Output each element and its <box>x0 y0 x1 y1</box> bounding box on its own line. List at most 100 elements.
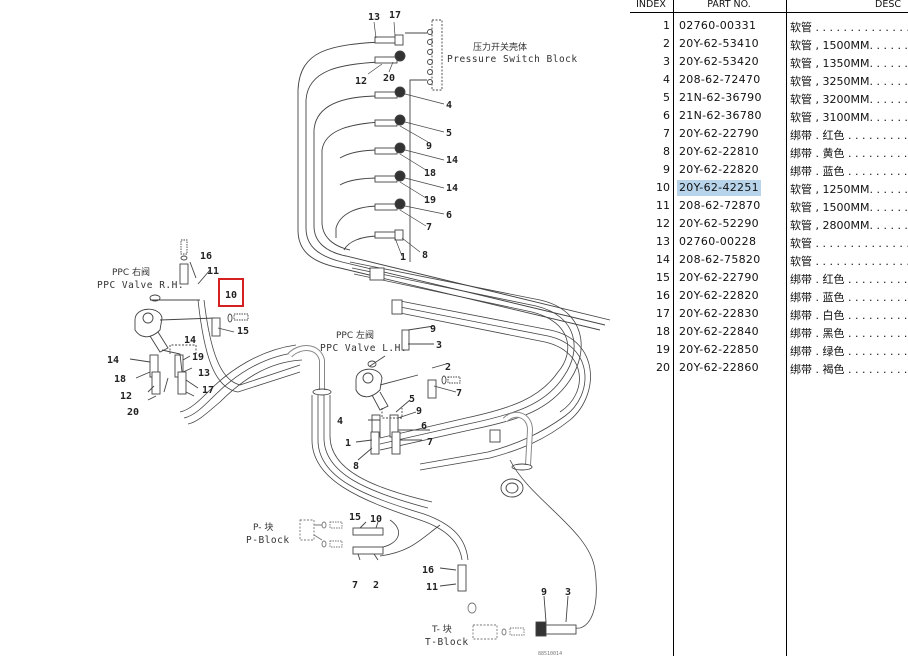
callout[interactable]: 11 <box>426 582 438 593</box>
callout[interactable]: 16 <box>200 251 212 262</box>
callout[interactable]: 6 <box>446 210 452 221</box>
row-part-no[interactable]: 20Y-62-22790 <box>679 127 759 140</box>
callout-highlighted[interactable]: 10 <box>225 290 237 301</box>
callout[interactable]: 7 <box>456 388 462 399</box>
callout[interactable]: 11 <box>207 266 219 277</box>
callout[interactable]: 12 <box>120 391 132 402</box>
drawing-code: 88510014 <box>538 651 562 656</box>
callout[interactable]: 18 <box>114 374 126 385</box>
callout[interactable]: 13 <box>198 368 210 379</box>
row-part-no[interactable]: 20Y-62-53420 <box>679 55 759 68</box>
row-part-no[interactable]: 20Y-62-52290 <box>679 217 759 230</box>
row-part-no[interactable]: 02760-00228 <box>679 235 757 248</box>
header-index[interactable]: INDEX <box>636 0 666 10</box>
row-part-no[interactable]: 20Y-62-42251 <box>677 180 761 196</box>
callout[interactable]: 14 <box>446 183 458 194</box>
callout[interactable]: 12 <box>355 76 367 87</box>
row-index: 4 <box>663 73 670 86</box>
callout[interactable]: 7 <box>352 580 358 591</box>
callout[interactable]: 9 <box>430 324 436 335</box>
callout[interactable]: 17 <box>202 385 214 396</box>
callout[interactable]: 4 <box>337 416 343 427</box>
callout[interactable]: 8 <box>353 461 359 472</box>
row-index: 5 <box>663 91 670 104</box>
callout[interactable]: 10 <box>370 514 382 525</box>
callout[interactable]: 9 <box>416 406 422 417</box>
row-part-no[interactable]: 02760-00331 <box>679 19 757 32</box>
callout[interactable]: 17 <box>389 10 401 21</box>
callout[interactable]: 18 <box>424 168 436 179</box>
callout[interactable]: 4 <box>446 100 452 111</box>
row-part-no[interactable]: 20Y-62-22840 <box>679 325 759 338</box>
callout[interactable]: 16 <box>422 565 434 576</box>
callout[interactable]: 9 <box>541 587 547 598</box>
row-part-no[interactable]: 20Y-62-22860 <box>679 361 759 374</box>
row-part-no[interactable]: 20Y-62-22850 <box>679 343 759 356</box>
row-part-no[interactable]: 21N-62-36780 <box>679 109 762 122</box>
row-part-no[interactable]: 208-62-72870 <box>679 199 761 212</box>
callout[interactable]: 2 <box>445 362 451 373</box>
callout[interactable]: 14 <box>184 335 196 346</box>
callout[interactable]: 20 <box>127 407 139 418</box>
callout[interactable]: 20 <box>383 73 395 84</box>
callout[interactable]: 1 <box>345 438 351 449</box>
highlighted-callout-box[interactable] <box>218 278 244 307</box>
callout[interactable]: 15 <box>237 326 249 337</box>
header-desc[interactable]: DESC <box>875 0 901 10</box>
callout[interactable]: 1 <box>400 252 406 263</box>
row-index: 11 <box>656 199 670 212</box>
row-part-no[interactable]: 20Y-62-22820 <box>679 289 759 302</box>
callout[interactable]: 13 <box>368 12 380 23</box>
p-block <box>299 519 343 548</box>
clamp <box>489 429 501 443</box>
callout[interactable]: 5 <box>409 394 415 405</box>
row-part-no[interactable]: 21N-62-36790 <box>679 91 762 104</box>
row-part-no[interactable]: 20Y-62-22810 <box>679 145 759 158</box>
callout[interactable]: 19 <box>192 352 204 363</box>
callout[interactable]: 6 <box>421 421 427 432</box>
callout[interactable]: 15 <box>349 512 361 523</box>
callout[interactable]: 9 <box>426 141 432 152</box>
callout[interactable]: 5 <box>446 128 452 139</box>
callout[interactable]: 7 <box>426 222 432 233</box>
callout[interactable]: 3 <box>565 587 571 598</box>
row-part-no[interactable]: 208-62-75820 <box>679 253 761 266</box>
row-part-no[interactable]: 20Y-62-22830 <box>679 307 759 320</box>
header-part-no[interactable]: PART NO. <box>707 0 751 10</box>
row-index: 9 <box>663 163 670 176</box>
row-description: 软管 . . . . . . . . . . . . . . . <box>790 237 908 250</box>
row-description: 软管 , 2800MM. . . . . . . . . . <box>790 219 908 232</box>
row-index: 17 <box>656 307 670 320</box>
callout[interactable]: 3 <box>436 340 442 351</box>
callout[interactable]: 14 <box>107 355 119 366</box>
row-part-no[interactable]: 20Y-62-22790 <box>679 271 759 284</box>
row-part-no[interactable]: 20Y-62-53410 <box>679 37 759 50</box>
row-part-no[interactable]: 208-62-72470 <box>679 73 761 86</box>
callout[interactable]: 2 <box>373 580 379 591</box>
callout[interactable]: 19 <box>424 195 436 206</box>
callout[interactable]: 8 <box>422 250 428 261</box>
callout[interactable]: 14 <box>446 155 458 166</box>
callout[interactable]: 7 <box>427 437 433 448</box>
row-part-no[interactable]: 20Y-62-22820 <box>679 163 759 176</box>
